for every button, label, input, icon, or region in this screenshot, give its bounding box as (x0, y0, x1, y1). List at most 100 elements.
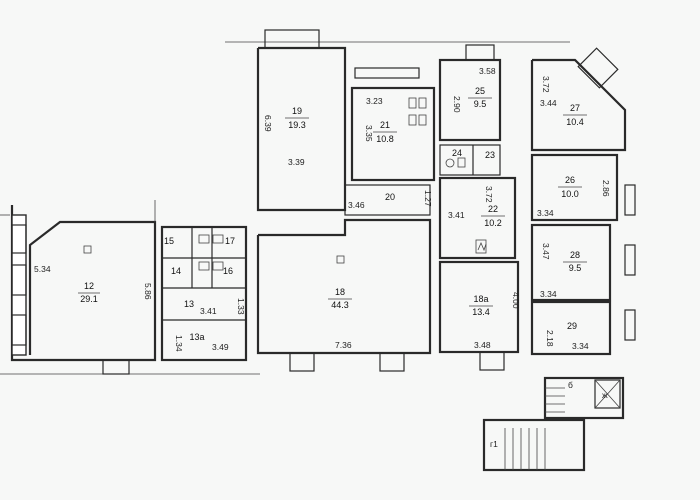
room-area-19: 19.3 (288, 120, 306, 130)
stair-upper (543, 376, 625, 420)
room-18a-walls (438, 260, 520, 354)
room-28-window (624, 244, 636, 276)
room-12-window (102, 359, 130, 375)
room-29-walls (530, 300, 612, 356)
room-26-window (624, 184, 636, 216)
room-label-29: 29 (567, 321, 577, 331)
room-label-13a: 13a (189, 332, 204, 342)
left-window-3 (11, 314, 27, 346)
dim-room18a-width: 3.48 (474, 340, 491, 350)
dim-room27-height: 3.72 (541, 76, 551, 93)
room-label-16: 16 (223, 266, 233, 276)
boiler-zigzag (477, 241, 487, 252)
room-label-14: 14 (171, 266, 181, 276)
room-24-23-walls (439, 144, 501, 176)
room-label-19: 19 (292, 106, 302, 116)
sink-icon (198, 261, 210, 271)
room-label-18a: 18a (473, 294, 488, 304)
fixture-21a (408, 97, 417, 109)
dim-room21-width: 3.23 (366, 96, 383, 106)
elevator-cross-2 (594, 379, 621, 409)
dim-room18-width: 7.36 (335, 340, 352, 350)
dim-room26-height: 2.86 (601, 180, 611, 197)
dim-corridor-width: 3.46 (348, 200, 365, 210)
dim-room28-width: 3.34 (540, 289, 557, 299)
fixture-21b (418, 97, 427, 109)
room-27-window (577, 47, 619, 89)
room-21-walls (350, 86, 436, 182)
dim-room29-width: 3.34 (572, 341, 589, 351)
room-area-26: 10.0 (561, 189, 579, 199)
room-27-walls (530, 58, 627, 152)
dim-room13a-width: 3.49 (212, 342, 229, 352)
elevator-shaft (594, 379, 621, 409)
room-label-27: 27 (570, 103, 580, 113)
room-area-18: 44.3 (331, 300, 349, 310)
dim-room28-height: 3.47 (541, 243, 551, 260)
dim-room19-width: 3.39 (288, 157, 305, 167)
room-label-18: 18 (335, 287, 345, 297)
left-window (11, 224, 27, 254)
stair-label-b: б (568, 380, 573, 390)
room-20-walls (344, 184, 431, 216)
room-21-window (354, 67, 420, 79)
elevator-label: ж (602, 390, 608, 400)
room-18-walls (256, 218, 432, 355)
room-18a-window (479, 351, 505, 371)
room-label-20: 20 (385, 192, 395, 202)
room-area-12: 29.1 (80, 294, 98, 304)
room-label-17: 17 (225, 236, 235, 246)
dim-corridor-height: 1.27 (423, 190, 433, 207)
room-label-25: 25 (475, 86, 485, 96)
room-label-12: 12 (84, 281, 94, 291)
room-area-28: 9.5 (569, 263, 582, 273)
room-22-walls (438, 176, 517, 260)
room-19-window (264, 29, 320, 49)
dim-room18a-height: 4.00 (511, 292, 521, 309)
room-26-walls (530, 153, 619, 222)
dim-room12-height: 5.86 (143, 283, 153, 300)
room-area-25: 9.5 (474, 99, 487, 109)
dim-room25-height: 2.90 (452, 96, 462, 113)
dim-room22-height: 3.72 (484, 186, 494, 203)
room-18-window (289, 352, 315, 372)
room-area-22: 10.2 (484, 218, 502, 228)
stair-treads (504, 387, 565, 470)
room-label-15: 15 (164, 236, 174, 246)
room-label-28: 28 (570, 250, 580, 260)
dim-room27-width: 3.44 (540, 98, 557, 108)
room-label-22: 22 (488, 204, 498, 214)
room-28-walls (530, 223, 612, 302)
boiler-icon (475, 239, 487, 254)
toilet-icon-24 (445, 158, 455, 168)
dim-room29-height: 2.18 (545, 330, 555, 347)
fixture-21c (408, 114, 417, 126)
dim-room12-width: 5.34 (34, 264, 51, 274)
room-label-23: 23 (485, 150, 495, 160)
room-label-26: 26 (565, 175, 575, 185)
toilet-icon (198, 234, 210, 244)
left-wall-strip (11, 214, 27, 356)
sink-icon-24 (457, 157, 466, 168)
room-label-21: 21 (380, 120, 390, 130)
toilet-icon-2 (212, 234, 224, 244)
dim-room22-width: 3.41 (448, 210, 465, 220)
column-marker-18 (336, 255, 345, 264)
room-area-21: 10.8 (376, 134, 394, 144)
dim-room19-height: 6.39 (263, 115, 273, 132)
dim-room13-height: 1.33 (236, 298, 246, 315)
stair-lower (482, 418, 586, 472)
left-window-2 (11, 264, 27, 296)
fixture-21d (418, 114, 427, 126)
wc-block-walls (160, 225, 248, 362)
room-area-27: 10.4 (566, 117, 584, 127)
room-18-window-2 (379, 352, 405, 372)
room-25-window (465, 44, 495, 61)
room-label-24: 24 (452, 148, 462, 158)
room-label-13: 13 (184, 299, 194, 309)
dim-room13-width: 3.41 (200, 306, 217, 316)
dim-room25-width: 3.58 (479, 66, 496, 76)
dim-room26-width: 3.34 (537, 208, 554, 218)
room-area-18a: 13.4 (472, 307, 490, 317)
